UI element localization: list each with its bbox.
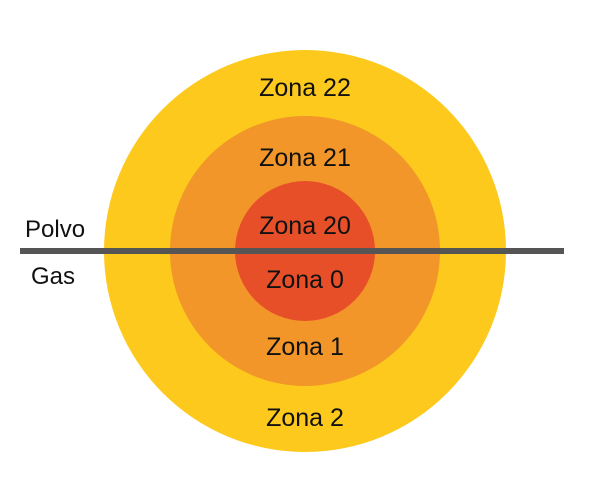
zone-22-label: Zona 22 <box>259 74 351 102</box>
zone-1-label: Zona 1 <box>266 333 344 361</box>
zone-20-label: Zona 20 <box>259 212 351 240</box>
zone-21-label: Zona 21 <box>259 144 351 172</box>
gas-side-label: Gas <box>31 263 75 290</box>
zone-2-label: Zona 2 <box>266 404 344 432</box>
polvo-side-label: Polvo <box>25 216 85 243</box>
zone-0-label: Zona 0 <box>266 266 344 294</box>
